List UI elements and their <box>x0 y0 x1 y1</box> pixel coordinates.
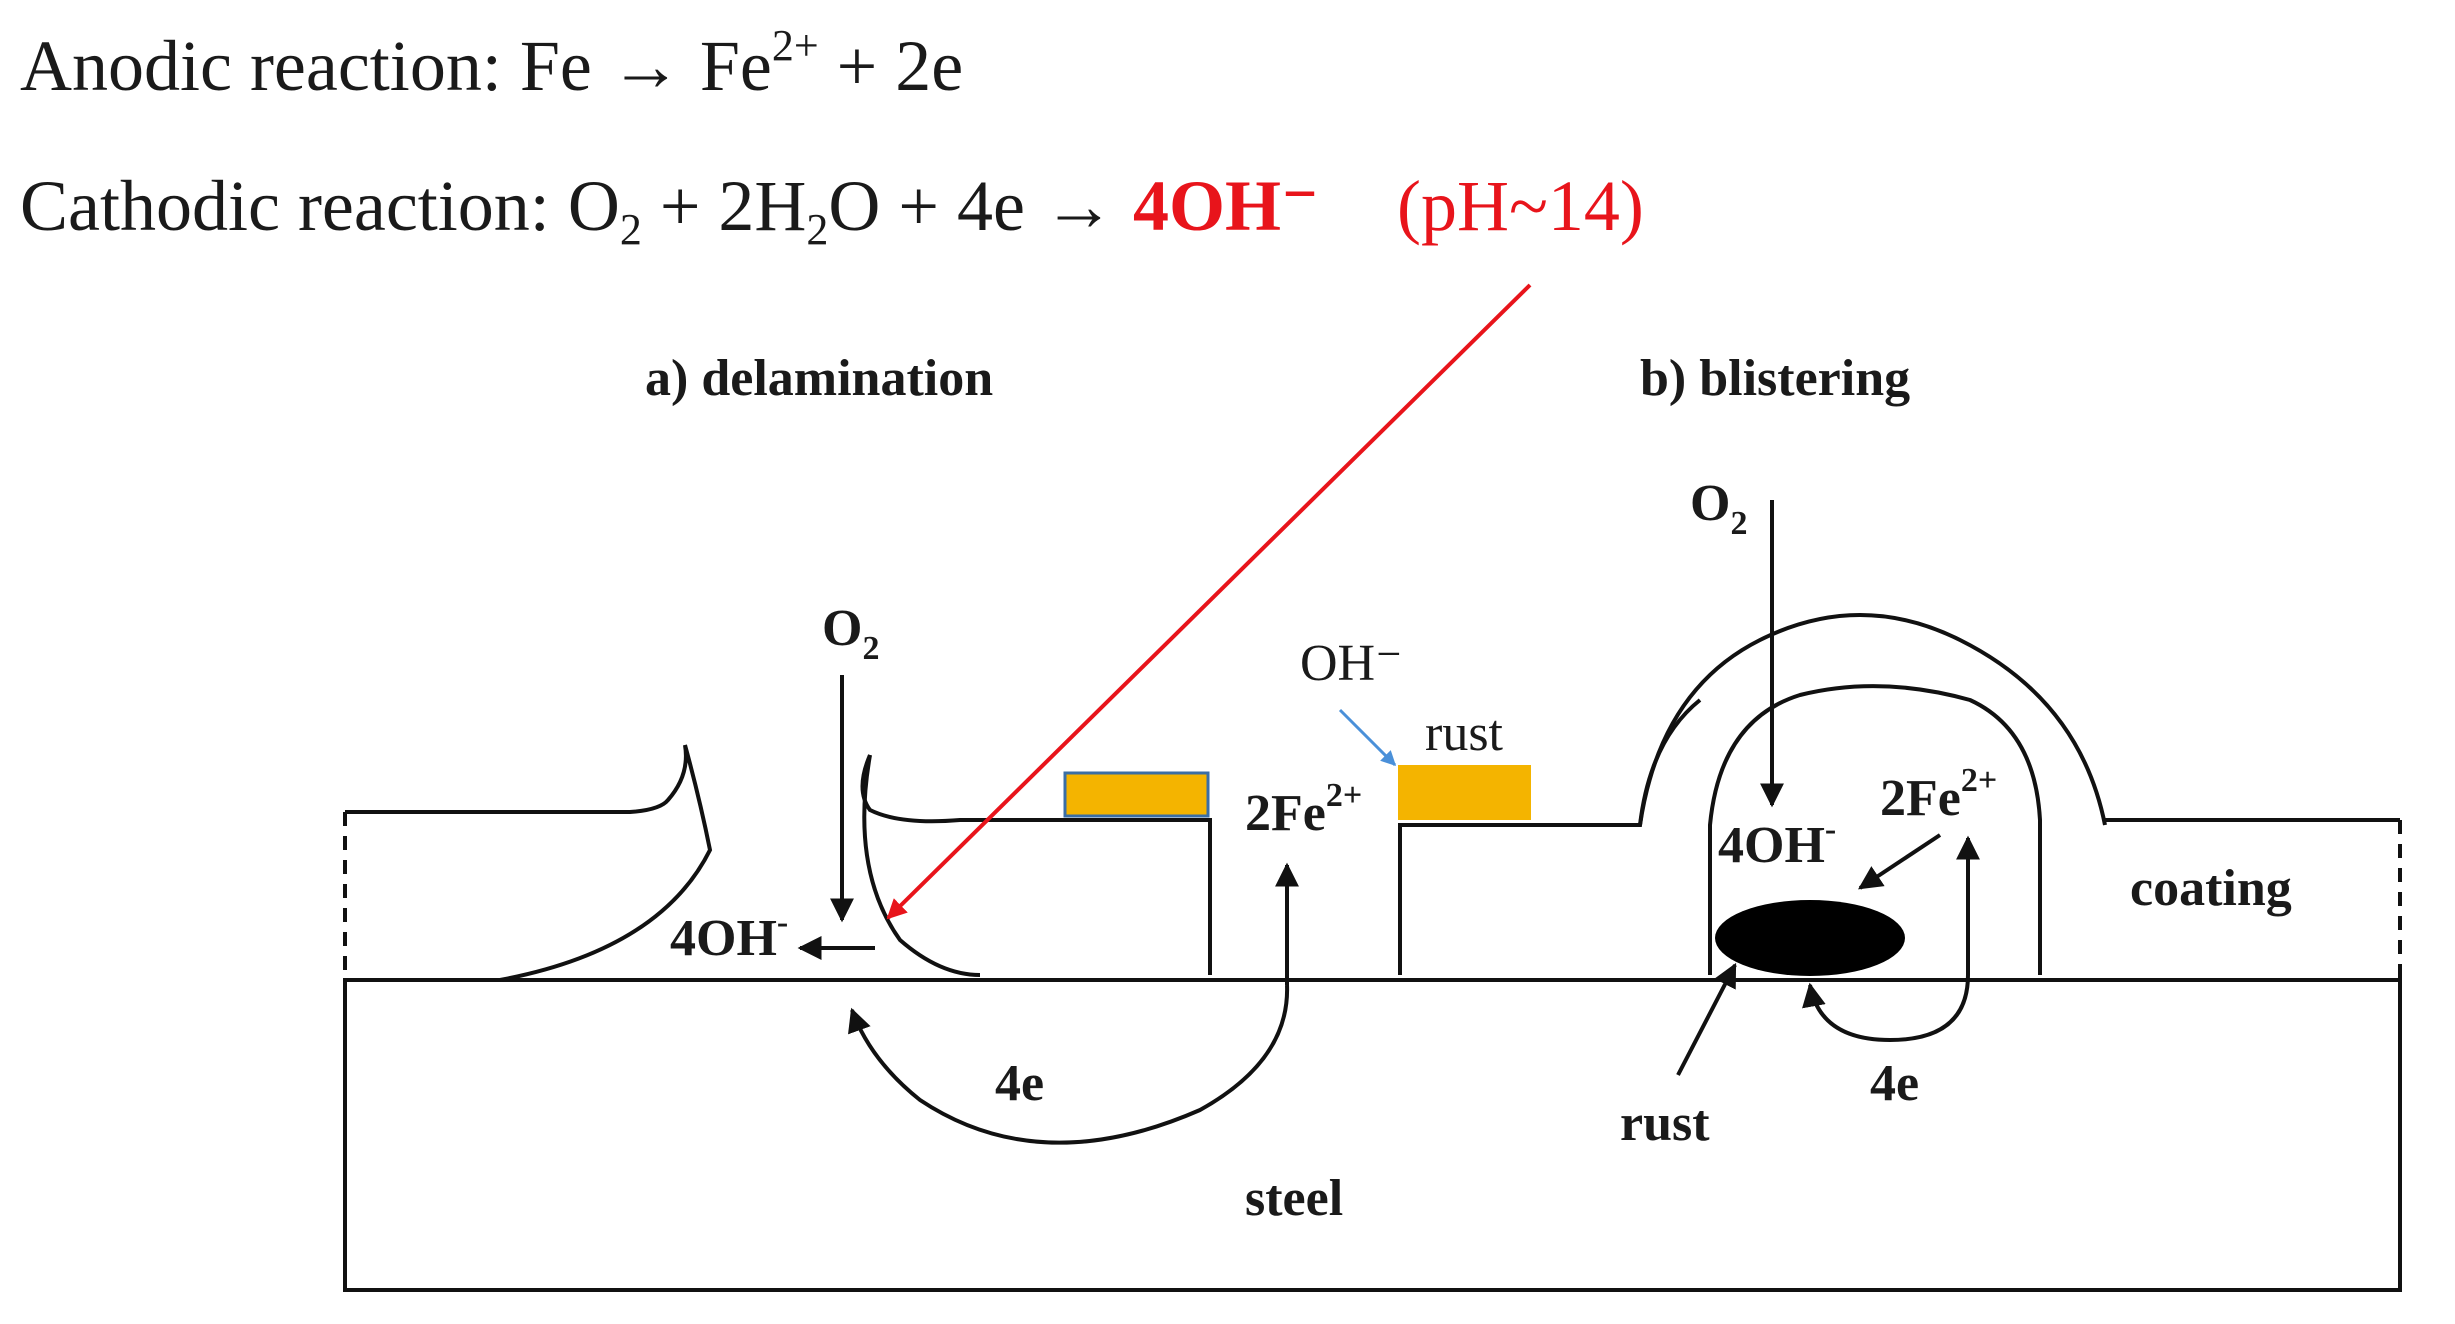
blister-rust-deposit <box>1715 900 1905 976</box>
delamination-electron-path <box>848 984 1290 1145</box>
ph-pointer-arrow <box>886 283 1532 920</box>
anodic-fe-charge: 2+ <box>771 21 819 70</box>
rust-block-large <box>1398 765 1531 820</box>
cathodic-reaction-equation: Cathodic reaction: O2 + 2H2O + 4e → 4OH⁻… <box>20 170 1644 252</box>
delamination-oh: 4OH- <box>670 904 788 967</box>
title-delamination: a) delamination <box>645 350 993 407</box>
cathodic-rest: O + 4e <box>828 166 1025 246</box>
blister-dome-inner <box>1708 684 2042 975</box>
coating-label: coating <box>2130 860 2292 917</box>
delamination-o2: O2 <box>822 600 879 667</box>
cathodic-oxygen: O <box>567 166 620 246</box>
blister-rust-label: rust <box>1620 1095 1710 1152</box>
blister-o2: O2 <box>1690 475 1747 542</box>
blister-dome-outer <box>1638 613 2107 826</box>
anodic-arrow: → <box>609 26 682 106</box>
cathodic-water-sub: 2 <box>806 205 829 254</box>
delaminated-coating-flap <box>860 754 1212 975</box>
cathodic-oxygen-sub: 2 <box>619 205 642 254</box>
blister-fe-ion: 2Fe2+ <box>1880 762 1997 827</box>
anodic-reaction-equation: Anodic reaction: Fe → Fe2+ + 2e <box>20 24 963 103</box>
blister-electrons: 4e <box>1870 1055 1919 1112</box>
anodic-fe-ion: Fe <box>699 26 772 106</box>
cathodic-product: 4OH⁻ <box>1132 166 1319 246</box>
delamination-fe-ion: 2Fe2+ <box>1245 777 1362 842</box>
blister-rust-pointer <box>1676 962 1737 1076</box>
coating-surface-left <box>345 744 713 982</box>
blister-fe-to-rust-arrow <box>1857 833 1942 890</box>
delaminated-coating-curve <box>862 754 981 977</box>
anodic-rest: + 2e <box>836 26 964 106</box>
delamination-electrons: 4e <box>995 1055 1044 1112</box>
rust-block-small <box>1063 771 1210 818</box>
steel-label: steel <box>1245 1170 1343 1227</box>
blister-electron-path <box>1802 974 1970 1043</box>
anodic-label: Anodic reaction: <box>20 26 502 106</box>
oh-pointer-arrow <box>1338 708 1397 767</box>
cathodic-ph: (pH~14) <box>1397 166 1644 246</box>
cathodic-water: + 2H <box>659 166 807 246</box>
cathodic-arrow: → <box>1042 166 1115 246</box>
rust-top-label: rust <box>1425 705 1504 762</box>
title-blistering: b) blistering <box>1640 350 1910 407</box>
steel-substrate <box>343 978 2402 1292</box>
cathodic-label: Cathodic reaction: <box>20 166 550 246</box>
oh-ion-label: OH⁻ <box>1300 635 1403 692</box>
blister-oh: 4OH- <box>1718 811 1836 874</box>
anodic-fe: Fe <box>519 26 592 106</box>
